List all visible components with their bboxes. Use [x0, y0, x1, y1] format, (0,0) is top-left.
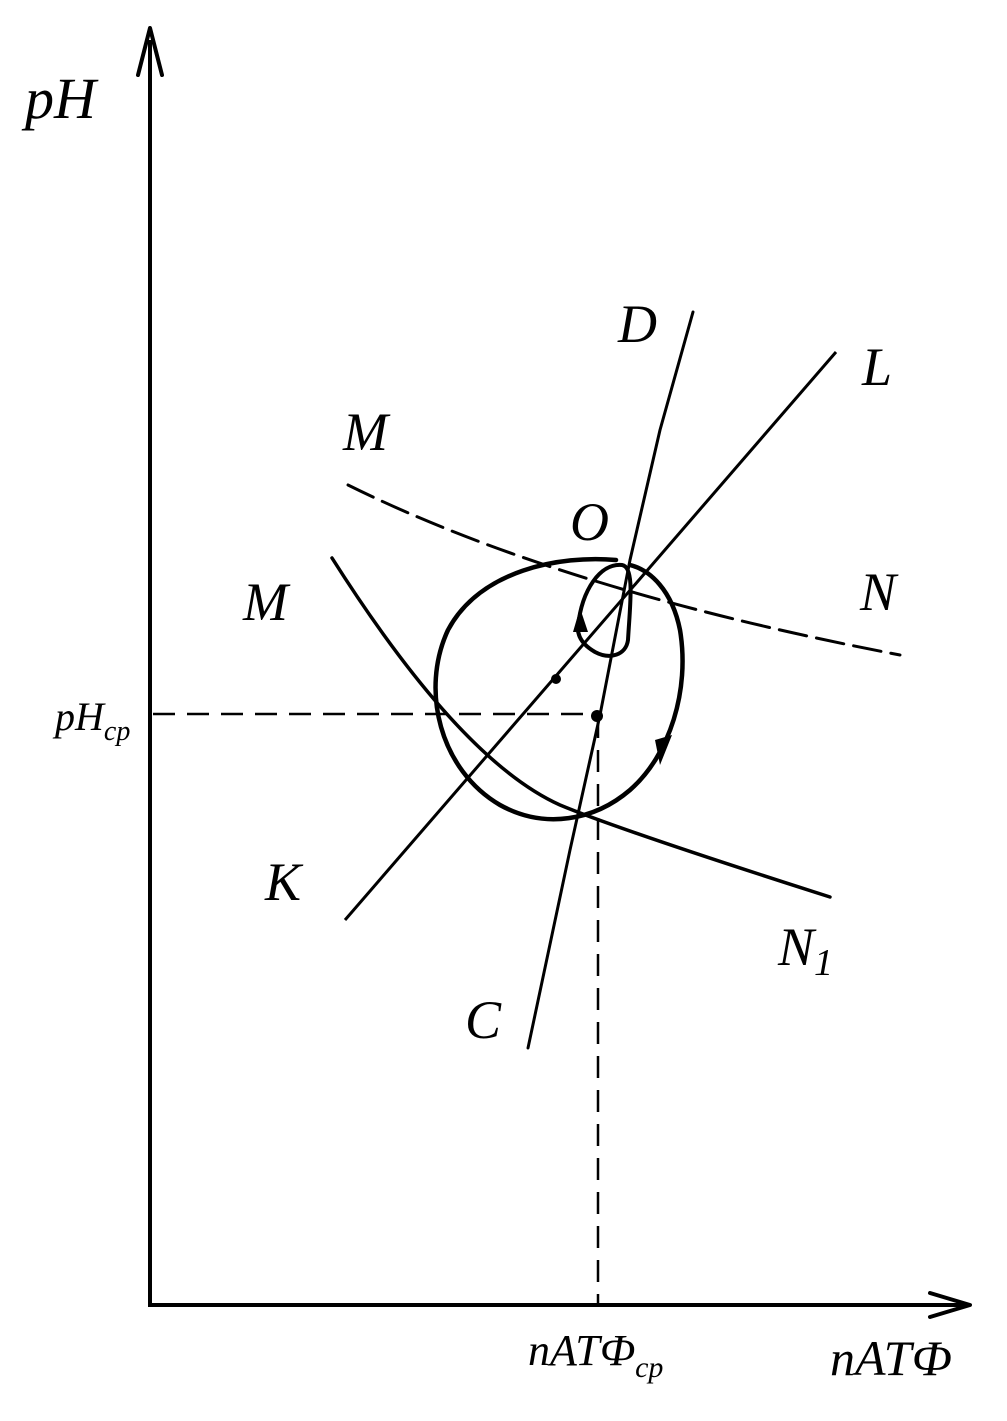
- arrow-up-icon: [573, 608, 588, 632]
- natf-cp-sub: ср: [635, 1351, 663, 1384]
- ph-cp-label: pHср: [52, 694, 130, 747]
- label-n1-sub: 1: [814, 942, 833, 984]
- arrow-down-icon: [655, 735, 672, 765]
- label-l: L: [861, 337, 892, 397]
- label-m-solid: M: [242, 572, 291, 632]
- x-axis-arrow-icon: [928, 1291, 972, 1319]
- x-axis-label: nATФ: [830, 1330, 952, 1386]
- label-o: O: [570, 492, 609, 552]
- y-axis-label: pH: [21, 66, 99, 131]
- large-loop-trajectory: [433, 556, 685, 822]
- curve-mn1-solid: [330, 556, 832, 899]
- label-k: K: [264, 852, 304, 912]
- natf-cp-main: nATФ: [528, 1326, 635, 1375]
- label-n-dashed: N: [859, 562, 899, 622]
- ph-cp-sub: ср: [104, 716, 130, 747]
- label-n1: N1: [777, 917, 833, 984]
- label-n1-main: N: [777, 917, 817, 977]
- curve-mn-dashed: [346, 483, 902, 657]
- natf-cp-label: nATФср: [528, 1326, 663, 1384]
- y-axis-arrow-icon: [136, 26, 164, 77]
- ph-cp-main: pH: [52, 694, 106, 739]
- small-loop-trajectory: [575, 562, 633, 658]
- label-d: D: [617, 294, 657, 354]
- line-kl: [343, 351, 838, 921]
- label-c: C: [465, 990, 502, 1050]
- point-loop-center: [551, 674, 561, 684]
- point-equilibrium: [591, 710, 603, 722]
- label-m-dashed: M: [342, 402, 391, 462]
- line-cd: [526, 310, 695, 1050]
